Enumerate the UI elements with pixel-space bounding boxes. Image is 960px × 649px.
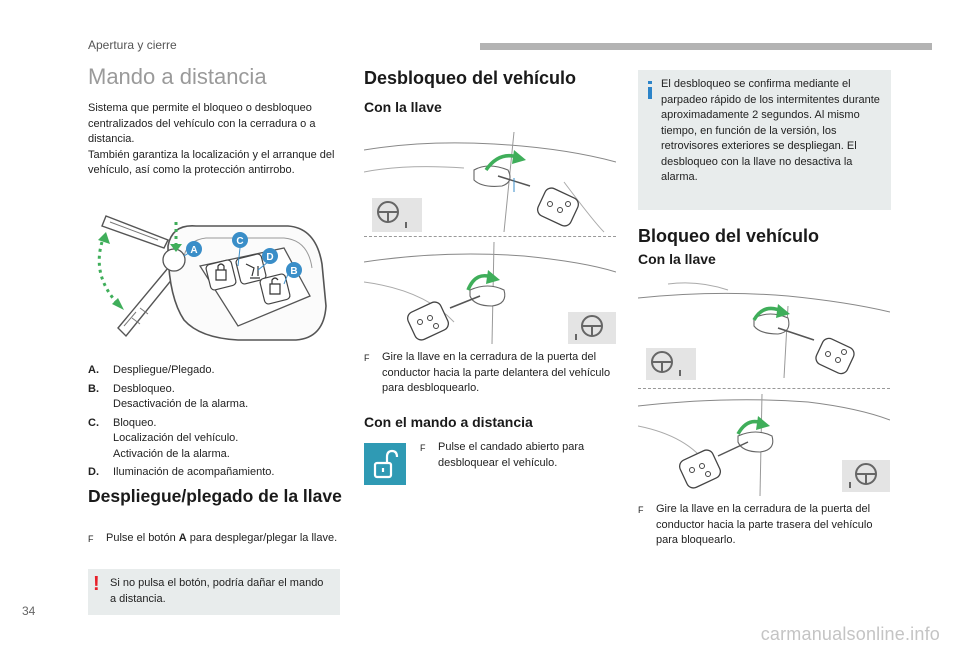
page-number: 34 — [22, 604, 36, 618]
rotation-arrow-icon — [736, 416, 770, 435]
definition-item: B. Desbloqueo.Desactivación de la alarma… — [88, 382, 249, 411]
intro-paragraph-1: Sistema que permite el bloqueo o desbloq… — [88, 102, 316, 145]
unlock-section-title: Desbloqueo del vehículo — [364, 68, 577, 88]
figure-callout-a: A — [183, 241, 202, 257]
lock-key-instruction: F Gire la llave en la cerradura de la pu… — [638, 502, 890, 549]
bullet-marker: F — [638, 505, 644, 515]
fold-section-title: Despliegue/plegado de la llave — [88, 486, 342, 506]
figure-callout-b: B — [283, 262, 302, 285]
info-text: El desbloqueo se confirma mediante el pa… — [661, 78, 880, 183]
unlock-key-figure — [364, 131, 616, 344]
rotation-arrow-icon — [752, 304, 790, 321]
unlock-with-key-subtitle: Con la llave — [364, 99, 442, 115]
lock-with-key-subtitle: Con la llave — [638, 251, 716, 267]
unlock-remote-instruction: F Pulse el candado abierto para desbloqu… — [420, 440, 616, 471]
key-fob-figure: A C D B — [97, 215, 327, 341]
figure-divider — [364, 236, 616, 237]
svg-text:D: D — [266, 252, 273, 263]
rotation-arrow-icon — [97, 222, 182, 310]
bullet-marker: F — [88, 534, 94, 544]
key-fob-icon — [406, 301, 450, 341]
info-icon — [648, 87, 652, 99]
lock-key-figure — [638, 282, 890, 496]
svg-text:C: C — [236, 236, 243, 247]
definition-item: C. Bloqueo.Localización del vehículo.Act… — [88, 416, 239, 460]
fold-instruction: F Pulse el botón A para desplegar/plegar… — [88, 531, 343, 548]
warning-text: Si no pulsa el botón, podría dañar el ma… — [110, 577, 324, 605]
definition-item: D. Iluminación de acompañamiento. — [88, 466, 275, 478]
section-label: Apertura y cierre — [88, 38, 177, 52]
rotation-arrow-icon — [466, 270, 500, 291]
info-icon-dot — [648, 81, 652, 84]
key-fob-icon — [101, 215, 327, 341]
rotation-arrow-icon — [484, 150, 526, 172]
header-bar — [480, 43, 932, 50]
unlock-remote-subtitle: Con el mando a distancia — [364, 414, 533, 430]
figure-divider — [638, 388, 890, 389]
svg-text:B: B — [290, 266, 297, 277]
steering-wheel-icon — [842, 460, 890, 492]
unlock-key-instruction: F Gire la llave en la cerradura de la pu… — [364, 350, 616, 397]
figure-callout-c: C — [232, 232, 248, 267]
key-fob-icon — [678, 449, 722, 489]
bullet-marker: F — [420, 443, 426, 453]
steering-wheel-icon — [372, 198, 422, 232]
steering-wheel-icon — [568, 312, 616, 344]
lock-section-title: Bloqueo del vehículo — [638, 226, 820, 246]
unlock-padlock-icon — [373, 449, 399, 479]
bullet-marker: F — [364, 353, 370, 363]
warning-icon: ! — [93, 573, 100, 595]
figure-callout-d: D — [257, 248, 278, 271]
intro-paragraph-2: También garantiza la localización y el a… — [88, 148, 335, 177]
info-note: El desbloqueo se confirma mediante el pa… — [638, 70, 891, 210]
intro-text: Sistema que permite el bloqueo o desbloq… — [88, 101, 343, 179]
key-fob-icon — [536, 187, 580, 227]
svg-text:A: A — [190, 245, 197, 256]
key-fob-icon — [815, 337, 855, 375]
watermark: carmanualsonline.info — [760, 624, 940, 644]
unlock-button-illustration — [364, 443, 406, 485]
definition-list: A. Despliegue/Plegado. B. Desbloqueo.Des… — [88, 363, 343, 484]
definition-item: A. Despliegue/Plegado. — [88, 364, 215, 376]
steering-wheel-icon — [646, 348, 696, 380]
page-title: Mando a distancia — [88, 64, 267, 89]
warning-note: ! Si no pulsa el botón, podría dañar el … — [88, 569, 340, 615]
